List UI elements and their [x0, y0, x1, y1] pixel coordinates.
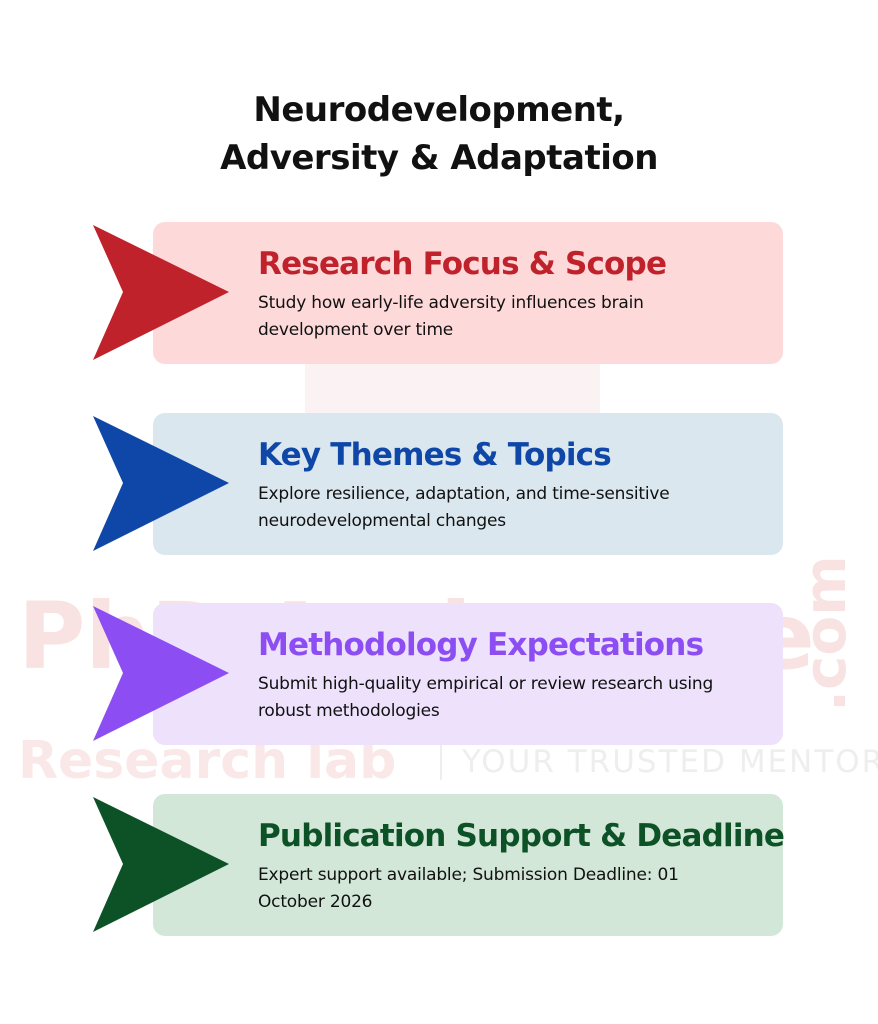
- card-description: Study how early-life adversity influence…: [258, 293, 644, 340]
- chevron-arrow-icon: [93, 225, 229, 360]
- chevron-arrow-icon: [93, 606, 229, 741]
- card-heading: Research Focus & Scope: [258, 246, 667, 282]
- card-description: Explore resilience, adaptation, and time…: [258, 484, 670, 531]
- card-publication-support: Publication Support & Deadline Expert su…: [153, 794, 785, 936]
- card-research-focus: Research Focus & Scope Study how early-l…: [153, 222, 783, 364]
- card-heading: Methodology Expectations: [258, 627, 704, 663]
- card-key-themes: Key Themes & Topics Explore resilience, …: [153, 413, 783, 555]
- page-title-line-1: Neurodevelopment,: [253, 90, 625, 130]
- page-title: Neurodevelopment, Adversity & Adaptation: [0, 86, 878, 182]
- card-description: Submit high-quality empirical or review …: [258, 674, 714, 721]
- card-methodology: Methodology Expectations Submit high-qua…: [153, 603, 783, 745]
- watermark-sub-right: YOUR TRUSTED MENTOR: [461, 744, 878, 780]
- chevron-arrow-icon: [93, 416, 229, 551]
- card-heading: Key Themes & Topics: [258, 437, 612, 473]
- card-description: Expert support available; Submission Dea…: [258, 865, 679, 912]
- watermark-domain: .com: [791, 555, 859, 712]
- page-title-line-2: Adversity & Adaptation: [220, 138, 658, 178]
- card-heading: Publication Support & Deadline: [258, 818, 785, 854]
- chevron-arrow-icon: [93, 797, 229, 932]
